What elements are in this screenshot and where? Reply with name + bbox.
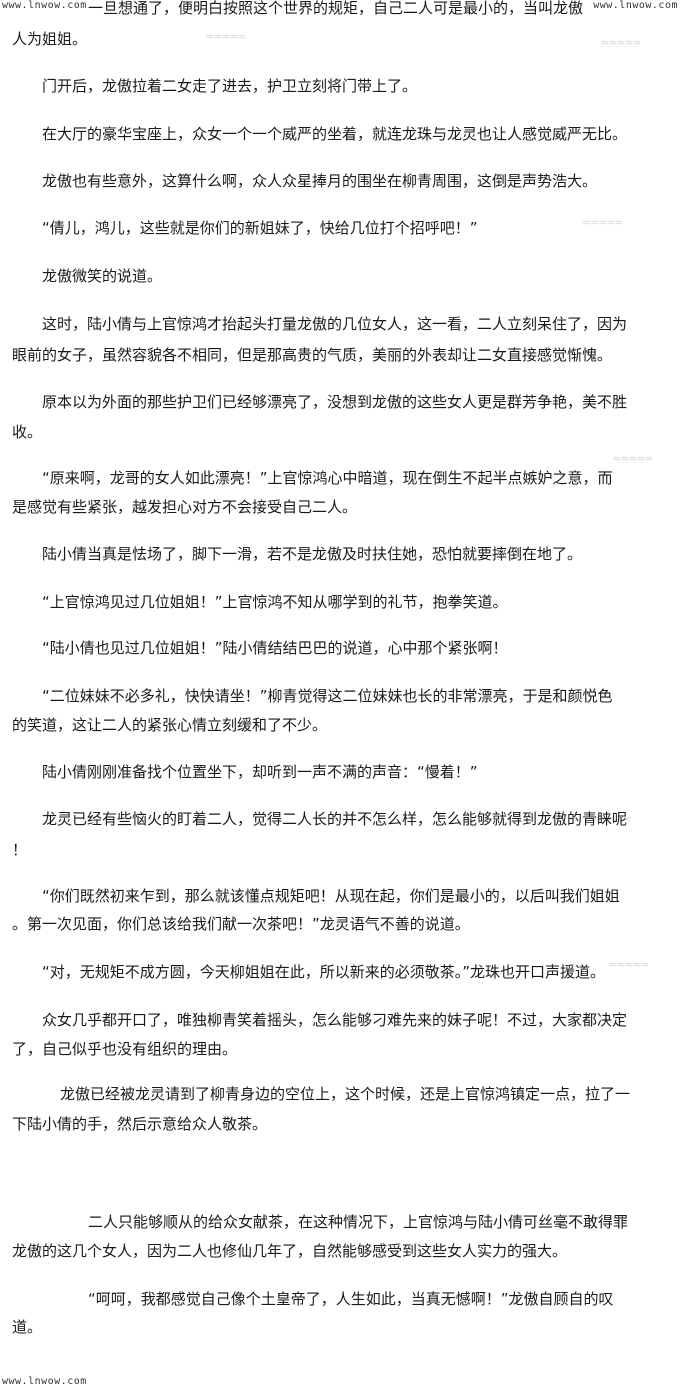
text-line: “呵呵，我都感觉自己像个土皇帝了，人生如此，当真无憾啊！”龙傲自顾自的叹 <box>88 1290 614 1308</box>
text-line: 陆小倩刚刚准备找个位置坐下，却听到一声不满的声音：“慢着！” <box>42 763 478 781</box>
text-line: 了，自己似乎也没有组织的理由。 <box>12 1040 238 1058</box>
text-line: 这时，陆小倩与上官惊鸿才抬起头打量龙傲的几位女人，这一看，二人立刻呆住了，因为 <box>42 315 628 333</box>
text-line: “倩儿，鸿儿，这些就是你们的新姐妹了，快给几位打个招呼吧！” <box>42 219 478 237</box>
text-line: “原来啊，龙哥的女人如此漂亮！”上官惊鸿心中暗道，现在倒生不起半点嫉妒之意，而 <box>42 469 613 487</box>
scan-noise-mark: ≈≈≈≈≈≈ <box>590 812 630 825</box>
text-line: 在大厅的豪华宝座上，众女一个一个威严的坐着，就连龙珠与龙灵也让人感觉威严无比。 <box>42 125 628 143</box>
text-line: 龙傲已经被龙灵请到了柳青身边的空位上，这个时候，还是上官惊鸿镇定一点，拉了一 <box>60 1085 631 1103</box>
text-line: 眼前的女子，虽然容貌各不相同，但是那高贵的气质，美丽的外表却让二女直接感觉惭愧。 <box>12 346 613 364</box>
text-line: 下陆小倩的手，然后示意给众人敬茶。 <box>12 1115 268 1133</box>
text-line: “对，无规矩不成方圆，今天柳姐姐在此，所以新来的必须敬茶。”龙珠也开口声援道。 <box>42 963 606 981</box>
text-line: ！ <box>12 841 28 859</box>
text-line: 。第一次见面，你们总该给我们献一次茶吧！”龙灵语气不善的说道。 <box>12 915 470 933</box>
text-line: 龙傲也有些意外，这算什么啊，众人众星捧月的围坐在柳青周围，这倒是声势浩大。 <box>42 172 598 190</box>
text-line: 收。 <box>12 423 43 441</box>
text-line: 二人只能够顺从的给众女献茶，在这种情况下，上官惊鸿与陆小倩可丝毫不敢得罪 <box>88 1213 629 1231</box>
watermark-top-right: www.lnwow.com <box>593 0 678 11</box>
text-line: 龙傲的这几个女人，因为二人也修仙几年了，自然能够感受到这些女人实力的强大。 <box>12 1242 568 1260</box>
text-line: 的笑道，这让二人的紧张心情立刻缓和了不少。 <box>12 716 328 734</box>
text-line: “陆小倩也见过几位姐姐！”陆小倩结结巴巴的说道，心中那个紧张啊！ <box>42 639 508 657</box>
text-line: 道。 <box>12 1318 43 1336</box>
text-line: 原本以为外面的那些护卫们已经够漂亮了，没想到龙傲的这些女人更是群芳争艳，美不胜 <box>42 393 628 411</box>
text-line: 龙傲微笑的说道。 <box>42 267 163 285</box>
scan-noise-mark: ≈≈≈≈≈≈ <box>612 452 652 465</box>
scan-noise-mark: ≈≈≈≈≈≈ <box>600 36 640 49</box>
text-line: “二位妹妹不必多礼，快快请坐！”柳青觉得这二位妹妹也长的非常漂亮，于是和颜悦色 <box>42 687 613 705</box>
text-line: 众女几乎都开口了，唯独柳青笑着摇头，怎么能够刁难先来的妹子呢！不过，大家都决定 <box>42 1011 628 1029</box>
text-line: 门开后，龙傲拉着二女走了进去，护卫立刻将门带上了。 <box>42 77 418 95</box>
watermark-top-left: www.lnwow.com <box>2 0 87 11</box>
text-line: 人为姐姐。 <box>12 30 88 48</box>
text-line: 龙灵已经有些恼火的盯着二人，觉得二人长的并不怎么样，怎么能够就得到龙傲的青睐呢 <box>42 810 628 828</box>
scan-noise-mark: ≈≈≈≈≈≈ <box>205 30 245 43</box>
text-line: 陆小倩当真是怯场了，脚下一滑，若不是龙傲及时扶住她，恐怕就要摔倒在地了。 <box>42 545 583 563</box>
text-line: “你们既然初来乍到，那么就该懂点规矩吧！从现在起，你们是最小的，以后叫我们姐姐 <box>42 887 620 905</box>
text-line: 是感觉有些紧张，越发担心对方不会接受自己二人。 <box>12 498 358 516</box>
text-line: “上官惊鸿见过几位姐姐！”上官惊鸿不知从哪学到的礼节，抱拳笑道。 <box>42 593 508 611</box>
watermark-bottom-left: www.lnwow.com <box>2 1376 87 1387</box>
text-line: 一旦想通了，便明白按照这个世界的规矩，自己二人可是最小的，当叫龙傲 <box>88 0 584 17</box>
scan-noise-mark: ≈≈≈≈≈≈ <box>608 958 648 971</box>
scan-noise-mark: ≈≈≈≈≈≈ <box>582 216 622 229</box>
